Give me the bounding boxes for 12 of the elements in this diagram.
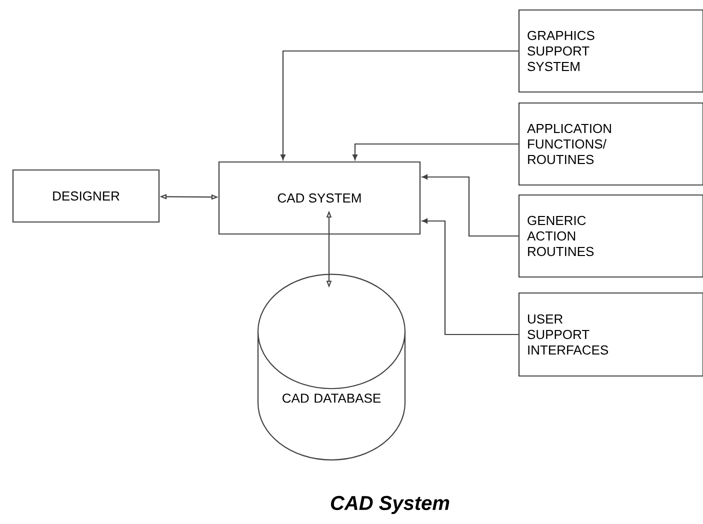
arrow (422, 218, 518, 336)
arrow (422, 174, 518, 237)
process-box: CAD SYSTEM (218, 161, 421, 235)
module-box: GENERIC ACTION ROUTINES (518, 194, 703, 278)
module-box: USER SUPPORT INTERFACES (518, 292, 703, 377)
module-box: APPLICATION FUNCTIONS/ ROUTINES (518, 102, 703, 186)
process-box: DESIGNER (12, 169, 160, 223)
arrow (352, 143, 518, 160)
caption: CAD System (330, 496, 450, 514)
arrow (280, 50, 518, 160)
module-box: GRAPHICS SUPPORT SYSTEM (518, 9, 703, 93)
database-cylinder: CAD DATABASE (257, 274, 406, 460)
